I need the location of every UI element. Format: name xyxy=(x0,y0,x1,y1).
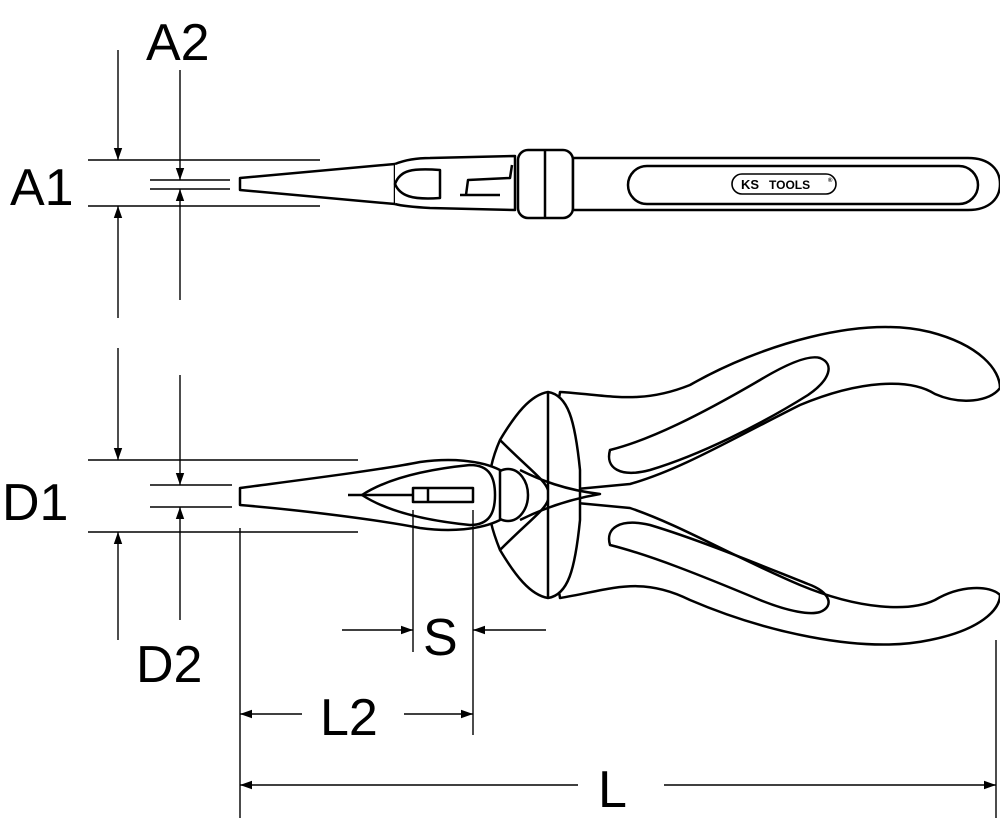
logo-ks: KS xyxy=(741,177,759,192)
d-dimension-lines xyxy=(88,348,358,640)
logo-tools: TOOLS xyxy=(769,178,810,192)
label-s: S xyxy=(423,609,458,667)
label-d1: D1 xyxy=(2,474,68,532)
label-d2: D2 xyxy=(136,636,202,694)
label-l2: L2 xyxy=(320,689,378,747)
logo-registered: ® xyxy=(828,177,833,184)
length-dimension-lines xyxy=(239,510,997,818)
pliers-side-view xyxy=(238,148,1000,220)
pliers-top-view xyxy=(238,325,1000,646)
label-a2: A2 xyxy=(146,14,210,72)
a-dimension-lines xyxy=(88,50,320,318)
label-l: L xyxy=(598,761,627,819)
label-a1: A1 xyxy=(10,159,74,217)
ks-tools-logo: KS TOOLS ® xyxy=(731,173,837,195)
